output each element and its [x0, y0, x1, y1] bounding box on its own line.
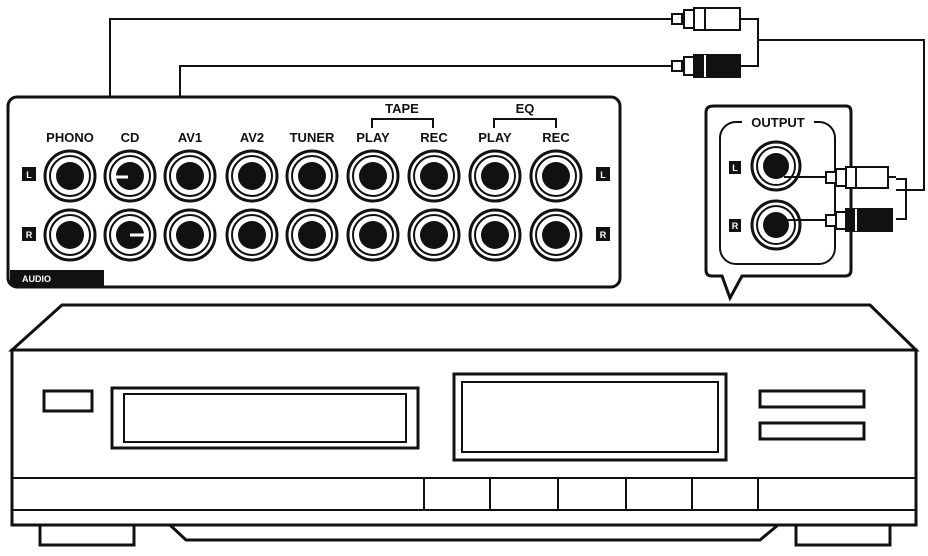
input-jack-tape-rec-left: [407, 149, 461, 203]
transport-buttons: [423, 477, 759, 511]
input-jack-eq-play-left: [468, 149, 522, 203]
column-label-tuner: TUNER: [290, 130, 335, 145]
transport-button: [489, 477, 559, 511]
svg-text:L: L: [600, 170, 606, 180]
column-label-eq-play: PLAY: [478, 130, 512, 145]
input-jack-grid: [43, 149, 583, 262]
input-jack-tuner-right: [285, 208, 339, 262]
output-left-badge: L: [729, 161, 741, 174]
svg-text:R: R: [732, 221, 739, 231]
column-label-phono: PHONO: [46, 130, 94, 145]
svg-text:R: R: [600, 230, 607, 240]
white-rca-plug: [671, 7, 741, 31]
base-skirt: [168, 523, 779, 542]
cable-joint: [740, 18, 925, 191]
input-jack-phono-right: [43, 208, 97, 262]
input-jack-eq-rec-right: [529, 208, 583, 262]
disc-tray: [110, 386, 420, 450]
output-jack-right: [750, 199, 802, 251]
input-jack-av2-right: [225, 208, 279, 262]
input-jack-av1-left: [163, 149, 217, 203]
right-channel-badge-right: R: [596, 227, 610, 241]
black-rca-plug: [671, 54, 741, 78]
input-jack-tuner-left: [285, 149, 339, 203]
output-white-plug: [784, 166, 896, 189]
output-panel: OUTPUT L R: [704, 104, 896, 302]
input-jack-av2-left: [225, 149, 279, 203]
tape-group-label: TAPE: [385, 101, 419, 116]
eq-bracket: [493, 118, 557, 128]
power-button: [42, 389, 94, 413]
display-window: [452, 372, 728, 462]
foot-left: [38, 523, 136, 547]
column-label-eq-rec: REC: [542, 130, 570, 145]
audio-input-panel: AUDIO TAPE EQ PHONO CD AV1 AV2 TUNER PLA…: [6, 95, 622, 289]
input-jack-eq-play-right: [468, 208, 522, 262]
column-label-av1: AV1: [178, 130, 202, 145]
cable-output-branch: [896, 178, 907, 220]
input-jack-tape-play-left: [346, 149, 400, 203]
transport-button: [423, 477, 491, 511]
transport-button: [557, 477, 627, 511]
column-label-av2: AV2: [240, 130, 264, 145]
plug-pair-top: [671, 7, 741, 78]
input-jack-tape-play-right: [346, 208, 400, 262]
input-jack-cd-left: [103, 149, 157, 203]
column-label-tape-play: PLAY: [356, 130, 390, 145]
right-channel-badge-left: R: [22, 227, 36, 241]
eq-group-label: EQ: [516, 101, 535, 116]
audio-badge: AUDIO: [22, 274, 51, 284]
side-button-bottom: [758, 421, 866, 441]
input-jack-av1-right: [163, 208, 217, 262]
input-jack-phono-left: [43, 149, 97, 203]
column-label-tape-rec: REC: [420, 130, 448, 145]
svg-text:R: R: [26, 230, 33, 240]
cd-player-unit: [8, 303, 920, 547]
left-channel-badge-left: L: [22, 167, 36, 181]
output-black-plug: [784, 208, 893, 232]
output-title: OUTPUT: [751, 115, 805, 130]
transport-button: [625, 477, 693, 511]
output-jack-left: [750, 140, 802, 192]
side-button-top: [758, 389, 866, 409]
svg-text:L: L: [26, 170, 32, 180]
input-jack-eq-rec-left: [529, 149, 583, 203]
output-right-badge: R: [729, 219, 741, 232]
foot-right: [794, 523, 892, 547]
transport-button: [691, 477, 759, 511]
svg-text:L: L: [732, 163, 738, 173]
tape-bracket: [371, 118, 434, 128]
input-jack-tape-rec-right: [407, 208, 461, 262]
top-cover: [8, 303, 920, 352]
column-label-cd: CD: [121, 130, 140, 145]
left-channel-badge-right: L: [596, 167, 610, 181]
